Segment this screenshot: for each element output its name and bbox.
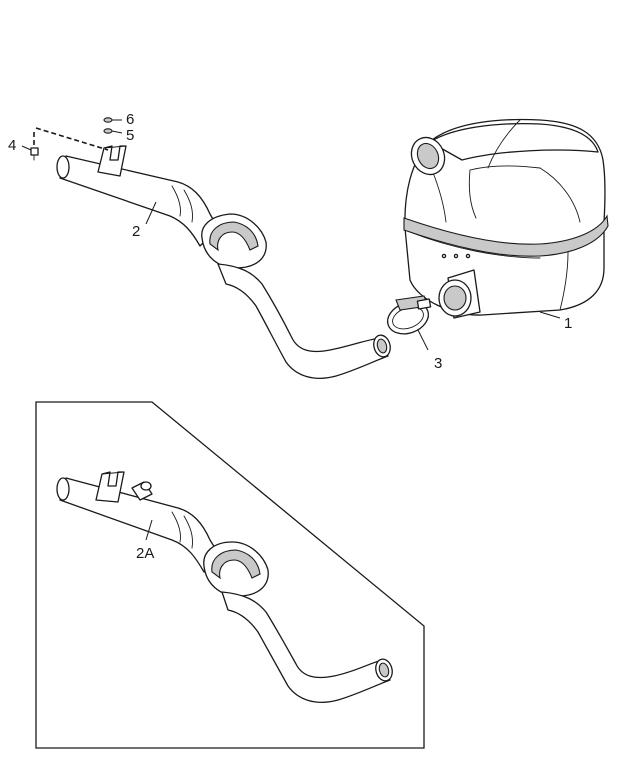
exhaust-pipe-variant[interactable]	[56, 471, 395, 703]
leader-lines	[21, 119, 561, 351]
callout-1: 1	[564, 315, 572, 332]
muffler[interactable]	[403, 118, 609, 319]
bolt-and-washers[interactable]	[30, 117, 113, 161]
callout-6: 6	[126, 111, 134, 128]
callout-2: 2	[132, 223, 140, 240]
inset-frame	[35, 401, 425, 749]
callout-5: 5	[126, 127, 134, 144]
callout-4: 4	[8, 137, 16, 154]
callout-3: 3	[434, 355, 442, 372]
exhaust-pipe[interactable]	[56, 145, 393, 379]
callout-2a: 2A	[136, 545, 154, 562]
hose-clamp[interactable]	[383, 295, 433, 339]
leader-2a	[145, 519, 153, 541]
